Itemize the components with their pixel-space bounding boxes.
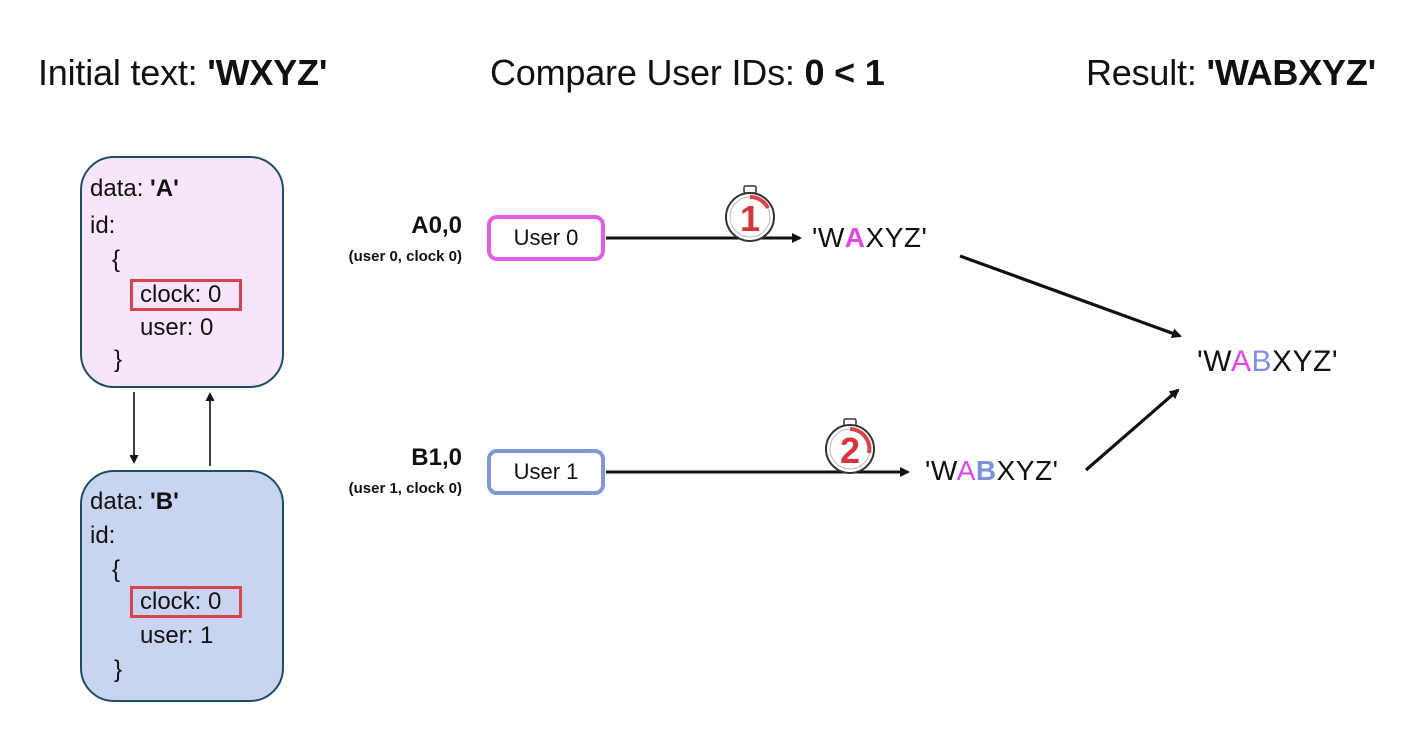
node-b-user: user: 1 — [140, 622, 214, 649]
final-post: XYZ' — [1271, 345, 1339, 378]
after-b-pre: 'W — [925, 455, 957, 486]
result-label: Result: — [1086, 52, 1207, 93]
initial-text-label: Initial text: — [38, 52, 208, 93]
result-value: 'WABXYZ' — [1206, 52, 1376, 93]
after-b-char-a: A — [956, 455, 976, 486]
node-a-open-brace: { — [112, 246, 121, 273]
final-char-b: B — [1251, 345, 1272, 378]
compare-value: 0 < 1 — [804, 52, 885, 93]
after-a-pre: 'W — [812, 222, 845, 253]
compare-label: Compare User IDs: — [490, 52, 805, 93]
node-b-data-label: data: — [90, 488, 151, 515]
node-a-clock: clock: 0 — [140, 281, 222, 308]
after-b-inserted-b: B — [975, 455, 997, 486]
node-b-card: data: 'B' id: { clock: 0 user: 1 } — [80, 470, 284, 702]
node-a-data-value: 'A' — [150, 175, 179, 202]
node-b-close-brace: } — [114, 656, 123, 683]
timer-2-label: 2 — [840, 430, 860, 471]
node-a-id-label: id: — [90, 212, 116, 239]
stopwatch-icon-1: 1 — [725, 185, 775, 242]
node-a-card: data: 'A' id: { clock: 0 user: 0 } — [80, 156, 284, 388]
op-a-id: A0,0 — [411, 212, 462, 239]
node-b-clock-highlight — [130, 586, 242, 618]
final-result: 'WABXYZ' — [1197, 345, 1338, 379]
user-1-box: User 1 — [487, 449, 605, 495]
node-a-data-label: data: — [90, 175, 151, 202]
op-a-subtitle: (user 0, clock 0) — [348, 248, 462, 265]
final-pre: 'W — [1197, 345, 1231, 378]
final-char-a: A — [1230, 345, 1252, 378]
timer-1-label: 1 — [740, 198, 760, 239]
result-heading: Result: 'WABXYZ' — [1086, 52, 1376, 94]
node-b-open-brace: { — [112, 556, 121, 583]
after-b-post: XYZ' — [996, 455, 1059, 486]
node-b-data-value: 'B' — [150, 488, 179, 515]
after-a-inserted-a: A — [844, 222, 866, 253]
after-a-post: XYZ' — [865, 222, 928, 253]
user-0-box: User 0 — [487, 215, 605, 261]
op-b-subtitle: (user 1, clock 0) — [348, 480, 462, 497]
arrow-merge-top — [959, 254, 1182, 338]
node-a-close-brace: } — [114, 346, 123, 373]
node-b-data: data: 'B' — [90, 488, 179, 516]
node-b-clock: clock: 0 — [140, 588, 222, 615]
arrow-merge-bottom — [1084, 388, 1180, 472]
initial-text-value: 'WXYZ' — [207, 52, 328, 93]
result-after-b: 'WABXYZ' — [925, 455, 1058, 487]
node-a-data: data: 'A' — [90, 175, 179, 203]
node-b-id-label: id: — [90, 522, 116, 549]
node-a-clock-highlight — [130, 279, 242, 311]
op-b-id: B1,0 — [411, 444, 462, 471]
node-a-user: user: 0 — [140, 314, 214, 341]
initial-text-heading: Initial text: 'WXYZ' — [38, 52, 327, 94]
stopwatch-icon-2: 2 — [825, 418, 875, 474]
result-after-a: 'WAXYZ' — [812, 222, 927, 254]
compare-heading: Compare User IDs: 0 < 1 — [490, 52, 885, 94]
